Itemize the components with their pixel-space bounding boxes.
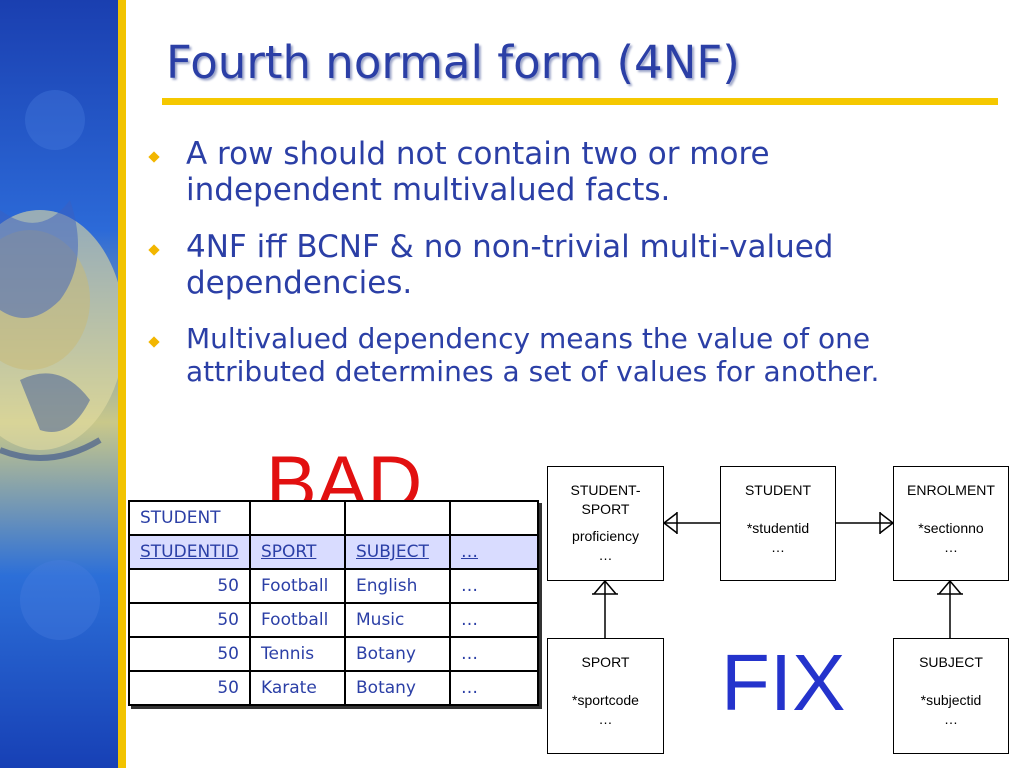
table-row: 50 Tennis Botany … [128, 636, 539, 672]
bullet-item-1: A row should not contain two or more ind… [148, 136, 970, 209]
table-cell: … [449, 602, 539, 638]
table-cell: English [344, 568, 451, 604]
crowfoot-icon [604, 580, 617, 595]
column-header: SUBJECT [344, 534, 451, 570]
entity-name: STUDENT- [570, 482, 641, 498]
entity-student: STUDENT *studentid … [720, 466, 836, 581]
bullet-text: A row should not contain two or more ind… [186, 136, 770, 209]
column-header: … [449, 534, 539, 570]
table-cell: Botany [344, 670, 451, 706]
entity-name: SPORT [581, 501, 630, 517]
bullet-text: 4NF iff BCNF & no non-trivial multi-valu… [186, 229, 834, 302]
column-header: STUDENTID [128, 534, 251, 570]
crowfoot-icon [663, 512, 678, 524]
student-table: STUDENT STUDENTID SPORT SUBJECT … 50 Foo… [128, 500, 539, 706]
table-cell: Karate [249, 670, 346, 706]
crowfoot-icon [879, 512, 894, 524]
table-cell: Botany [344, 636, 451, 672]
decorative-sidebar [0, 0, 126, 768]
sidebar-stripe [118, 0, 126, 768]
table-cell: … [449, 568, 539, 604]
entity-name: ENROLMENT [907, 482, 995, 498]
table-cell: Football [249, 568, 346, 604]
sidebar-artwork [0, 90, 125, 640]
table-cell: Tennis [249, 636, 346, 672]
entity-ellipsis: … [944, 539, 958, 555]
table-cell: Music [344, 602, 451, 638]
table-row: 50 Football English … [128, 568, 539, 604]
table-cell: … [449, 636, 539, 672]
table-cell: 50 [128, 568, 251, 604]
crowfoot-icon [593, 580, 606, 595]
table-cell: 50 [128, 670, 251, 706]
entity-subject: SUBJECT *subjectid … [893, 638, 1009, 754]
entity-attribute: *sectionno [918, 520, 984, 536]
entity-attribute: *sportcode [572, 692, 639, 708]
entity-enrolment: ENROLMENT *sectionno … [893, 466, 1009, 581]
entity-ellipsis: … [598, 547, 613, 563]
column-header: SPORT [249, 534, 346, 570]
table-row: 50 Football Music … [128, 602, 539, 638]
table-cell: … [449, 670, 539, 706]
entity-student-sport: STUDENT- SPORT proficiency … [547, 466, 664, 581]
crowfoot-icon [879, 522, 894, 534]
title-underline [162, 98, 998, 105]
table-row: 50 Karate Botany … [128, 670, 539, 706]
crowfoot-icon [938, 580, 951, 595]
table-header-row: STUDENTID SPORT SUBJECT … [128, 534, 539, 570]
bullet-text: Multivalued dependency means the value o… [186, 322, 880, 388]
entity-ellipsis: … [771, 539, 785, 555]
entity-ellipsis: … [944, 711, 958, 727]
crowfoot-icon [949, 580, 962, 595]
entity-attribute: *subjectid [920, 692, 982, 708]
slide-title: Fourth normal form (4NF) [166, 36, 740, 89]
table-cell: 50 [128, 602, 251, 638]
table-caption-row: STUDENT [128, 500, 539, 536]
bullet-item-3: Multivalued dependency means the value o… [148, 322, 970, 389]
entity-name: SPORT [581, 654, 630, 670]
entity-name: SUBJECT [919, 654, 983, 670]
table-cell: Football [249, 602, 346, 638]
entity-attribute: proficiency [572, 528, 639, 544]
entity-attribute: *studentid [746, 520, 810, 536]
fix-label: FIX [721, 638, 846, 727]
crowfoot-icon [663, 522, 678, 534]
entity-ellipsis: … [598, 711, 613, 727]
table-caption: STUDENT [128, 500, 251, 536]
entity-sport: SPORT *sportcode … [547, 638, 664, 754]
table-cell: 50 [128, 636, 251, 672]
entity-name: STUDENT [744, 482, 812, 498]
bullet-item-2: 4NF iff BCNF & no non-trivial multi-valu… [148, 229, 970, 302]
